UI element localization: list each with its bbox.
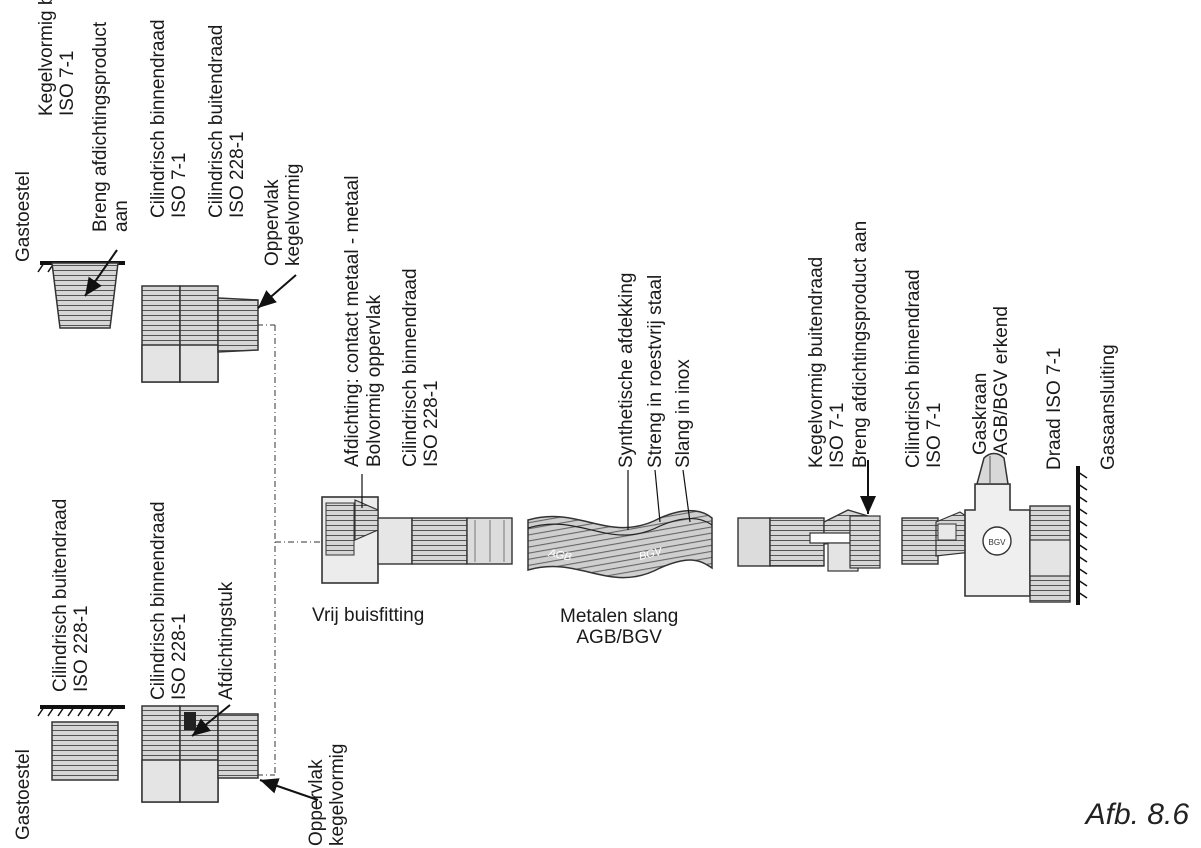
hose-marking-agb: AGB [546, 547, 572, 564]
gas-valve [901, 452, 1071, 603]
label-inox-hose: Slang in inox [673, 359, 694, 468]
label-right-apply-sealant: Breng afdichtingsproduct aan [850, 220, 871, 468]
lower-appliance-wall [37, 705, 125, 717]
arrow-seal-piece [191, 704, 231, 737]
label-gas-connection: Gasaansluiting [1098, 344, 1119, 470]
valve-badge: BGV [989, 538, 1007, 547]
label-steel-braid: Streng in roestvrij staal [645, 274, 666, 468]
gas-supply-wall [1076, 466, 1088, 605]
leader-steel-braid [654, 469, 661, 523]
label-upper-appliance: Gastoestel [13, 171, 34, 262]
free-fitting [321, 496, 513, 584]
label-free-fitting: Vrij buisfitting [312, 605, 425, 626]
arrow-surface-cone-lower [259, 778, 319, 801]
label-synthetic-cover: Synthetische afdekking [616, 272, 637, 468]
metal-hose [527, 509, 713, 579]
arrow-surface-cone-upper [257, 274, 297, 309]
figure-label: Afb. 8.6 [1085, 798, 1189, 831]
leader-inox-hose [682, 469, 691, 523]
arrow-apply-sealant-upper [84, 249, 118, 297]
lower-cyl-thread-stub [51, 721, 119, 781]
label-thread: Draad ISO 7-1 [1044, 347, 1065, 471]
label-seal-piece: Afdichtingstuk [216, 581, 237, 700]
label-lower-appliance: Gastoestel [13, 749, 34, 840]
label-seal-contact: Afdichting: contact metaal - metaal [342, 175, 363, 467]
hose-marking-bgv: BGV [638, 545, 665, 563]
upper-nut-adapter [141, 285, 259, 383]
label-hose-caption: Metalen slang AGB/BGV [560, 606, 679, 648]
right-hose-end [737, 509, 881, 572]
lower-nut-adapter [141, 705, 259, 803]
label-spherical-surface: Bolvormig oppervlak [364, 294, 385, 467]
